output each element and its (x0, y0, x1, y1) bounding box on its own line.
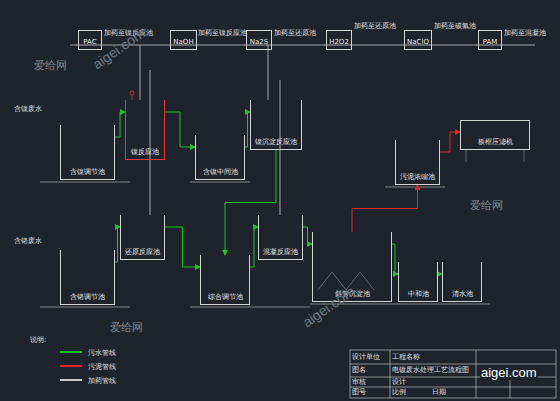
tank-label: 清水池 (443, 291, 481, 299)
tank-label: PAM (479, 39, 501, 47)
watermark: 爱给网 (110, 322, 143, 334)
tank-label: NaClO (405, 39, 431, 47)
legend-swatch (60, 351, 82, 353)
tank-label: 镍沉淀反应池 (251, 139, 301, 147)
tank-label: 污泥浓缩池 (396, 174, 439, 182)
table-cell: 设计单位 (352, 354, 380, 362)
tank-label: Na2S (247, 39, 271, 47)
tank-box: 清水池 (442, 262, 482, 302)
table-cell: 审核 (352, 379, 366, 387)
legend-title: 说明: (30, 337, 46, 345)
tank-label: NaOH (171, 39, 196, 47)
tank-box: NaOH (170, 30, 197, 50)
dosing-note: 加药至还原池 (354, 23, 396, 31)
table-cell: 设计 (392, 379, 406, 387)
dosing-note: 加药至还原池 (274, 30, 316, 38)
tank-label: 含镍调节池 (61, 169, 114, 177)
table-cell: 比例 (392, 389, 406, 397)
table-cell: 图名 (352, 367, 366, 375)
watermark: aigei.com (480, 366, 538, 380)
dosing-note: 加药至破氰池 (434, 23, 476, 31)
pipe-line (225, 150, 276, 255)
tank-label: 板框压滤机 (461, 139, 529, 147)
tank-label: 中和池 (399, 291, 437, 299)
tank-box: 综合调节池 (200, 255, 250, 305)
watermark: 爱给网 (470, 200, 503, 212)
feed-label: 含镍废水 (14, 106, 42, 114)
dosing-note: 加药至混凝池 (504, 30, 546, 38)
tank-box: 还原反应池 (120, 215, 165, 260)
tank-box: 含镍调节池 (60, 125, 115, 180)
tank-box: Na2S (246, 30, 272, 50)
tank-box: 中和池 (398, 262, 438, 302)
legend-swatch (60, 365, 82, 367)
table-cell: 图号 (352, 389, 366, 397)
tank-box: PAC (78, 30, 102, 50)
table-cell: 工程名称 (392, 354, 420, 362)
watermark: 爱给网 (34, 60, 67, 72)
tank-label: 综合调节池 (201, 294, 249, 302)
tank-box: H2O2 (326, 30, 352, 50)
pipe-line (165, 227, 200, 267)
tank-box: 含铬调节池 (60, 250, 115, 305)
tank-label: PAC (79, 39, 101, 47)
legend-swatch (60, 379, 82, 381)
pipe-line (165, 112, 195, 147)
tank-label: 还原反应池 (121, 249, 164, 257)
feed-label: 含铬废水 (14, 238, 42, 246)
tank-label: H2O2 (327, 39, 351, 47)
tank-box: 污泥浓缩池 (395, 140, 440, 185)
legend-text: 污水管线 (88, 348, 116, 358)
dosing-note: 加药至镍反应池 (198, 30, 247, 38)
tank-label: 含铬调节池 (61, 294, 114, 302)
tank-box: NaClO (404, 30, 432, 50)
tank-box: 板框压滤机 (460, 120, 530, 150)
tank-label: 镍反应池 (126, 149, 164, 157)
tank-box: 镍沉淀反应池 (250, 100, 302, 150)
tank-box: 混凝反应池 (258, 215, 303, 260)
legend-text: 加药管线 (88, 376, 116, 386)
tank-box: 镍反应池 (125, 100, 165, 160)
tank-label: 混凝反应池 (259, 249, 302, 257)
tank-box: PAM (478, 30, 502, 50)
pipe-line (352, 185, 418, 232)
tank-box: 含镍中间池 (195, 135, 245, 180)
pipe-line (250, 227, 258, 267)
table-cell: 日期 (432, 389, 446, 397)
table-cell: 电镀废水处理工艺流程图 (392, 367, 469, 375)
pipe-line (440, 132, 460, 152)
legend-text: 污泥管线 (88, 362, 116, 372)
pipe-line (115, 112, 125, 137)
pipe-line (303, 227, 312, 244)
tank-label: 含镍中间池 (196, 169, 244, 177)
